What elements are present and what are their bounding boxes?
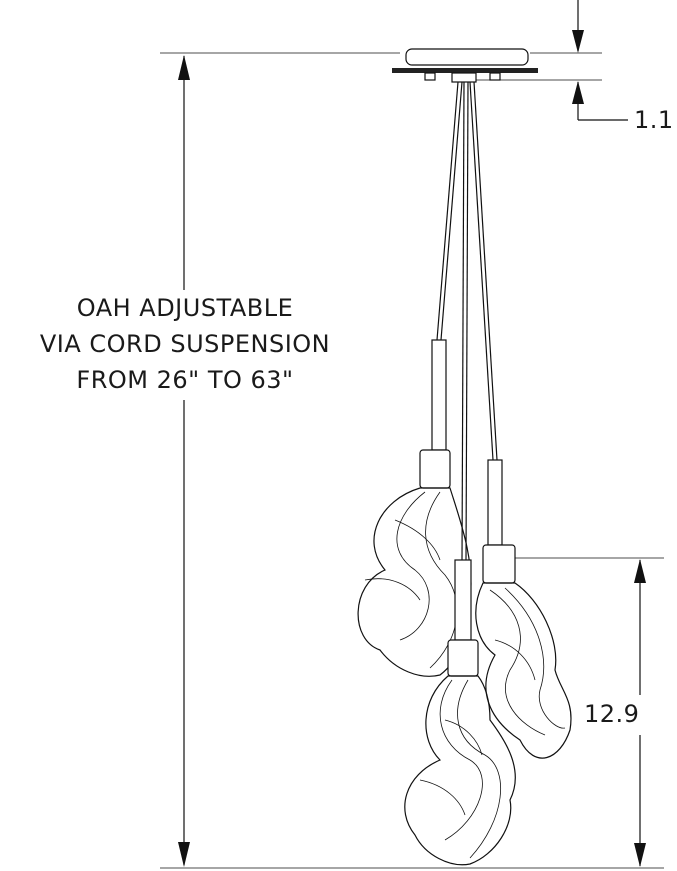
oah-line-3: FROM 26" TO 63" [76, 366, 294, 394]
oah-line-1: OAH ADJUSTABLE [76, 294, 294, 322]
overall-height-label: OAH ADJUSTABLE VIA CORD SUSPENSION FROM … [0, 290, 370, 398]
suspension-cords [436, 81, 498, 561]
oah-line-2: VIA CORD SUSPENSION [39, 330, 331, 358]
canopy-offset-label: 1.1 [634, 106, 674, 134]
pendant-center [404, 559, 516, 866]
pendant-left [357, 339, 472, 677]
pendant-height-dimension [634, 559, 646, 867]
ceiling-canopy [392, 48, 538, 83]
pendant-height-label: 12.9 [584, 700, 640, 728]
overall-height-dimension [178, 55, 190, 867]
pendant-right [475, 459, 572, 759]
canopy-offset-dimension [572, 0, 628, 121]
extension-lines [160, 52, 664, 869]
